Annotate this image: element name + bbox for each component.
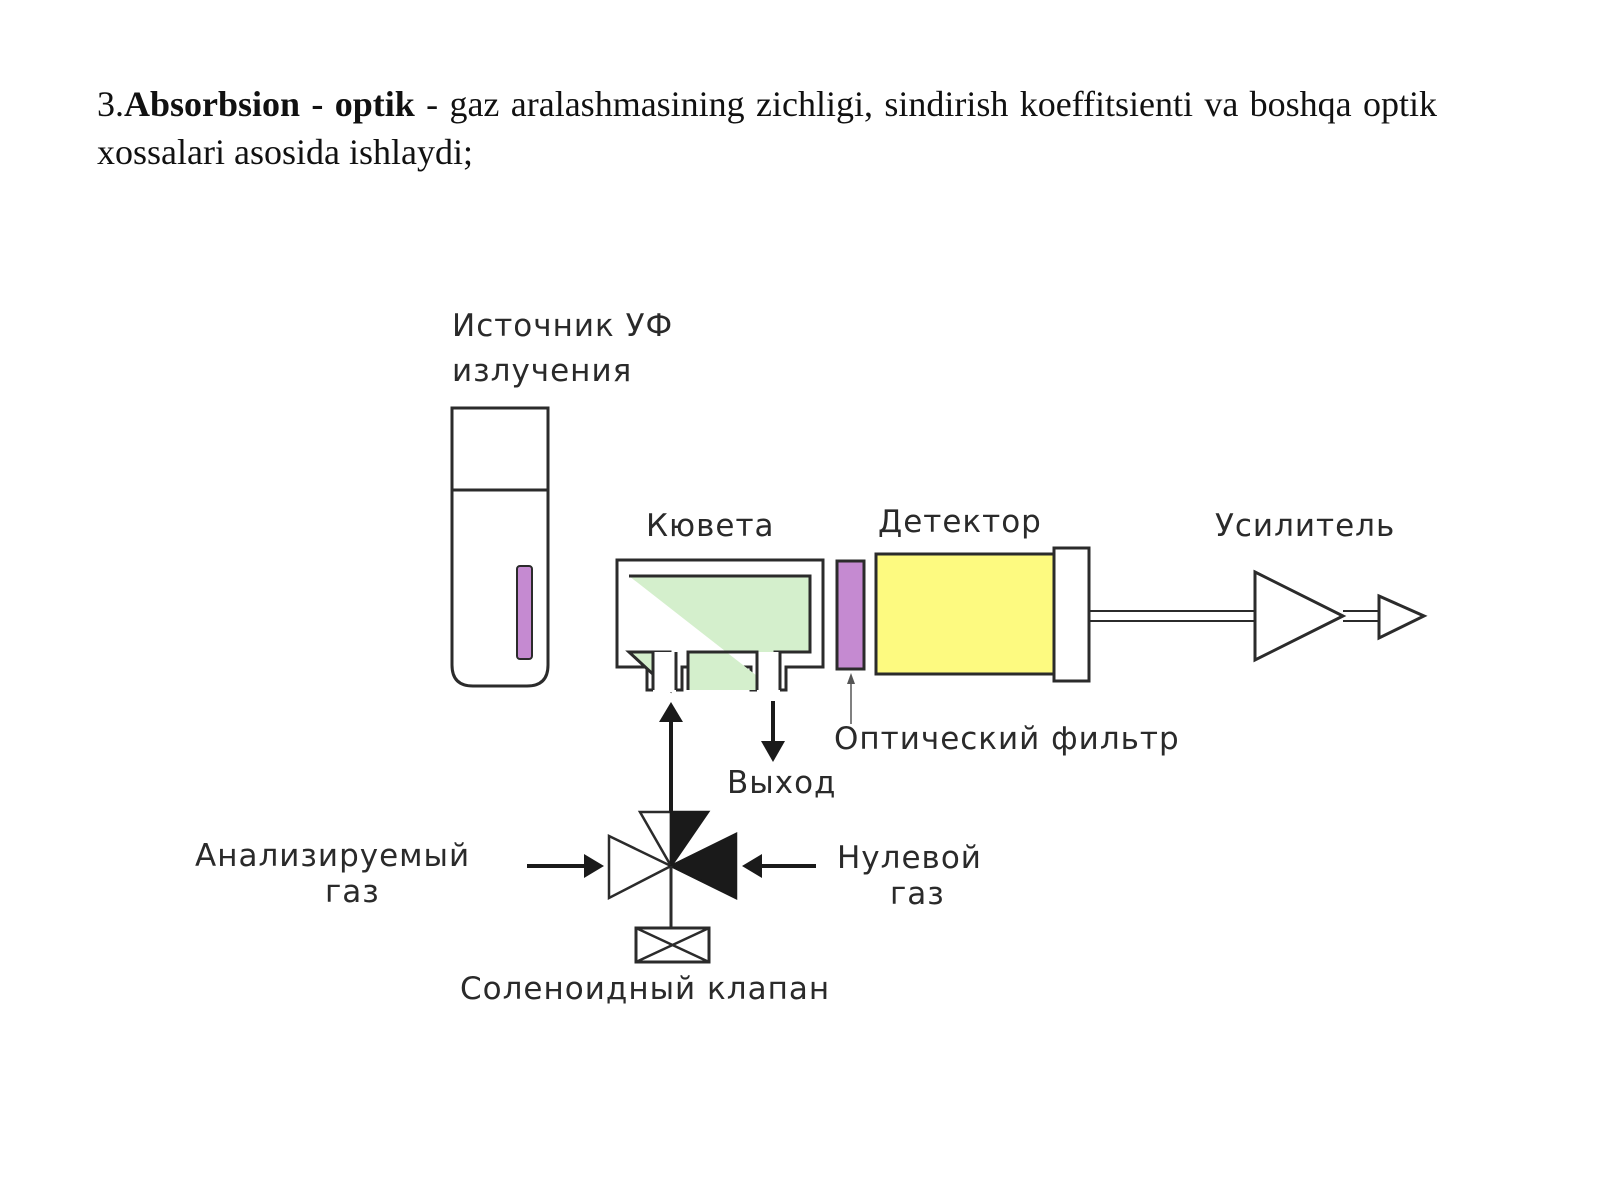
signal-line xyxy=(1089,610,1255,622)
uv-lamp-element xyxy=(516,565,533,660)
cuvette-outlet-port xyxy=(757,652,780,692)
uv-source-label-line2: излучения xyxy=(452,353,632,389)
item-number: 3. xyxy=(97,84,124,124)
description-paragraph: 3.Absorbsion - optik - gaz aralashmasini… xyxy=(97,80,1437,176)
amplifier-output-triangle xyxy=(1377,593,1428,641)
valve-top-right xyxy=(669,810,711,871)
uv-lamp-body xyxy=(450,406,550,688)
optical-filter xyxy=(835,559,866,671)
solenoid-valve-label: Соленоидный клапан xyxy=(460,971,830,1007)
zero-gas-label-line1: Нулевой xyxy=(837,840,982,876)
zero-gas-label-line2: газ xyxy=(890,876,945,912)
detector xyxy=(874,546,1091,683)
solenoid-actuator xyxy=(634,926,711,964)
zero-gas-arrow xyxy=(742,854,816,878)
three-way-valve xyxy=(607,810,738,928)
amplifier xyxy=(1253,569,1428,663)
valve-left xyxy=(607,834,674,901)
uv-source-label-line1: Источник УФ xyxy=(452,308,673,344)
amplifier-label: Усилитель xyxy=(1215,508,1395,544)
analyzed-gas-label-line2: газ xyxy=(325,874,380,910)
detector-label: Детектор xyxy=(878,504,1042,540)
analyzed-gas-arrow xyxy=(527,854,604,878)
method-description: - gaz aralashmasining zichligi, sindiris… xyxy=(97,84,1437,172)
cuvette-inlet-port xyxy=(653,652,676,692)
valve-right xyxy=(668,831,738,901)
amplifier-triangle xyxy=(1253,569,1347,663)
filter-pointer xyxy=(847,673,855,724)
outlet-label: Выход xyxy=(727,765,837,801)
outlet-arrow xyxy=(761,701,785,762)
detector-cap xyxy=(1052,546,1091,683)
inlet-arrow xyxy=(659,702,683,812)
method-term: Absorbsion - optik xyxy=(124,84,415,124)
cuvette xyxy=(615,558,825,694)
optical-filter-label: Оптический фильтр xyxy=(834,721,1180,757)
detector-body xyxy=(874,552,1056,676)
cuvette-label: Кювета xyxy=(646,508,775,544)
analyzed-gas-label-line1: Анализируемый xyxy=(195,838,470,874)
uv-lamp xyxy=(450,406,550,688)
